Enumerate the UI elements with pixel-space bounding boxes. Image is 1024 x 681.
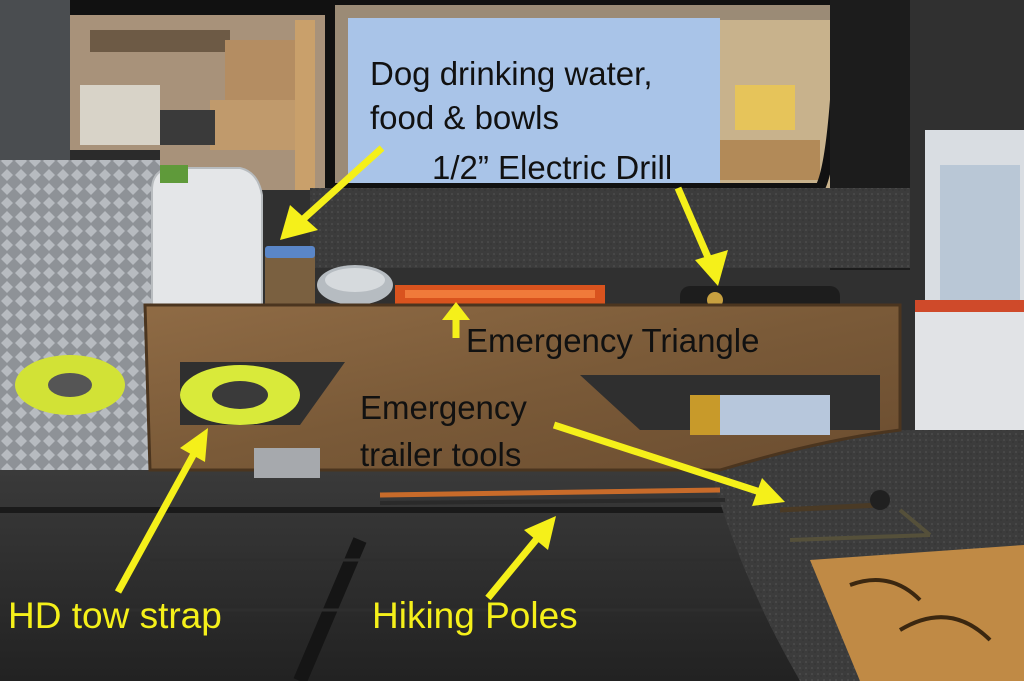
label-dog-water: Dog drinking water, food & bowls bbox=[370, 55, 653, 136]
water-jug bbox=[151, 167, 263, 306]
blue-foam-board bbox=[348, 18, 720, 188]
arrow-triangle bbox=[442, 302, 470, 338]
arrow-trailer-tools bbox=[552, 421, 785, 506]
arrows bbox=[114, 145, 785, 601]
food-jar bbox=[265, 250, 315, 310]
trailer-tools bbox=[779, 502, 881, 513]
wooden-sign bbox=[810, 545, 1024, 681]
label-tow-strap: HD tow strap bbox=[8, 595, 222, 636]
label-hiking-poles: Hiking Poles bbox=[372, 595, 578, 636]
cap-carpet bbox=[310, 188, 910, 268]
arrow-dog-water bbox=[280, 145, 385, 240]
label-electric-drill: 1/2” Electric Drill bbox=[432, 149, 673, 186]
label-trailer-tools: Emergency trailer tools bbox=[360, 389, 527, 473]
arrow-drill bbox=[674, 186, 728, 286]
hiking-poles bbox=[379, 487, 721, 498]
diamond-plate-toolbox bbox=[0, 160, 160, 490]
arrow-tow-strap bbox=[114, 428, 208, 594]
arrow-hiking-poles bbox=[485, 516, 556, 601]
label-emergency-triangle: Emergency Triangle bbox=[466, 322, 760, 359]
